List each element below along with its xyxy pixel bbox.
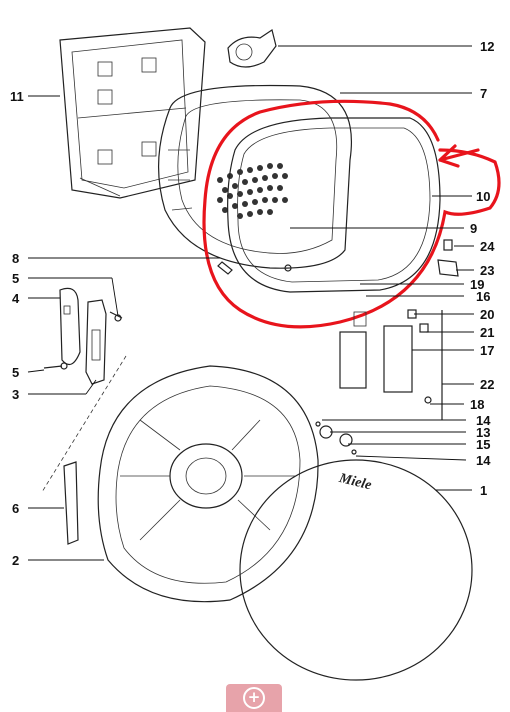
part-6-handle — [63, 461, 79, 545]
callout-10: 10 — [476, 189, 490, 204]
callout-8: 8 — [12, 251, 19, 266]
callout-23: 23 — [480, 263, 494, 278]
part-18-screw — [424, 396, 432, 404]
callout-4: 4 — [12, 291, 20, 306]
callout-2: 2 — [12, 553, 19, 568]
part-2-inner-door — [97, 365, 319, 603]
part-10-door-seal — [227, 117, 441, 293]
part-13-15-catch — [315, 421, 357, 455]
callout-5a: 5 — [12, 271, 19, 286]
zoom-in-icon: + — [243, 687, 265, 709]
part-23-24-clips — [437, 239, 459, 277]
callout-11: 11 — [10, 89, 24, 104]
callout-18: 18 — [470, 397, 484, 412]
callout-19: 19 — [470, 277, 484, 292]
callout-14b: 14 — [476, 453, 491, 468]
callout-9: 9 — [470, 221, 477, 236]
zoom-in-button[interactable]: + — [226, 684, 282, 712]
callout-labels: 1 2 3 4 5 5 6 7 8 9 10 11 12 13 14 14 15… — [10, 39, 495, 568]
callout-7: 7 — [480, 86, 487, 101]
part-12-bracket — [227, 29, 277, 68]
part-20-21-clips — [407, 309, 429, 333]
callout-15: 15 — [476, 437, 490, 452]
callout-5b: 5 — [12, 365, 19, 380]
callout-6: 6 — [12, 501, 19, 516]
callout-13: 13 — [476, 425, 490, 440]
part-11-lint-filter — [59, 27, 206, 199]
part-1-outer-door — [239, 459, 473, 681]
part-5-screws — [43, 311, 123, 370]
part-3-hinge — [85, 299, 107, 385]
leader-lines — [27, 45, 474, 561]
callout-20: 20 — [480, 307, 494, 322]
callout-3: 3 — [12, 387, 19, 402]
callout-22: 22 — [480, 377, 494, 392]
callout-1: 1 — [480, 483, 487, 498]
part-7-front-panel — [157, 84, 352, 269]
part-8-screw — [217, 261, 233, 275]
callout-21: 21 — [480, 325, 494, 340]
callout-14a: 14 — [476, 413, 491, 428]
part-4-hinge-cover — [59, 287, 81, 366]
perforated-grille — [217, 163, 288, 219]
callout-17: 17 — [480, 343, 494, 358]
brand-label: Miele — [337, 471, 373, 494]
callout-16: 16 — [476, 289, 490, 304]
callout-12: 12 — [480, 39, 494, 54]
callout-24: 24 — [480, 239, 495, 254]
red-highlight-annotation — [202, 99, 501, 329]
part-9-screw — [284, 264, 292, 272]
part-16-17-switch — [339, 311, 413, 393]
